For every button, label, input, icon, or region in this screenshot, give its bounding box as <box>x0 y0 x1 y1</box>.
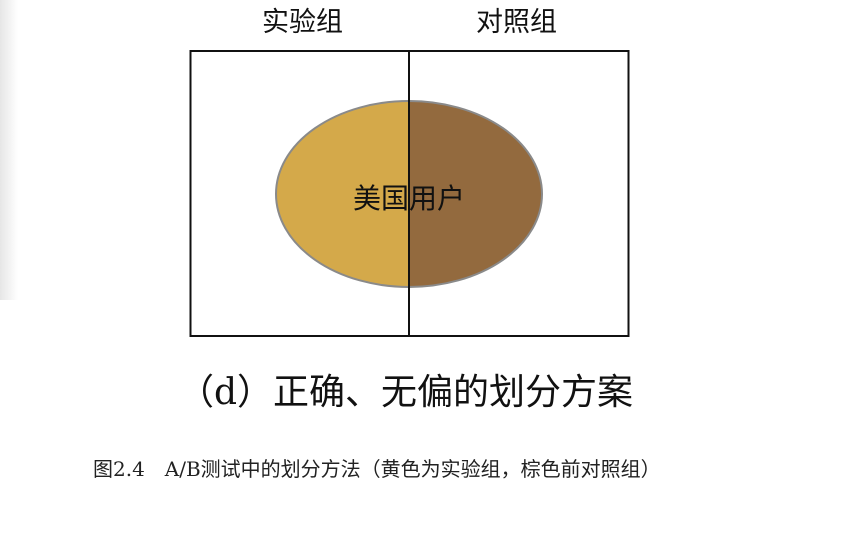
experimental-half <box>276 101 409 287</box>
population-label: 美国用户 <box>353 182 465 215</box>
figure-caption: 图2.4 A/B测试中的划分方法（黄色为实验组，棕色前对照组） <box>93 457 661 481</box>
experimental-group-label: 实验组 <box>262 7 343 38</box>
population-ellipse <box>275 100 543 288</box>
control-half <box>409 101 542 287</box>
control-group-label: 对照组 <box>476 7 557 38</box>
left-edge-shadow <box>0 0 18 300</box>
figure-subtitle: （d）正确、无偏的划分方案 <box>178 372 634 413</box>
